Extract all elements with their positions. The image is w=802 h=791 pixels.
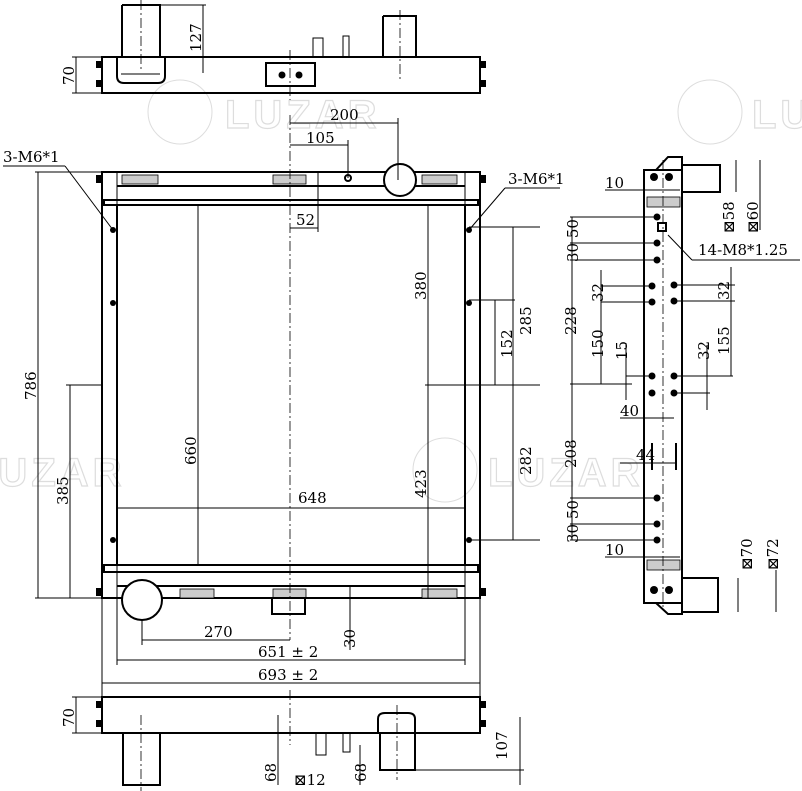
dim-72-side: ⊠72: [764, 538, 782, 570]
dim-68-left: 68: [262, 763, 280, 782]
dim-282: 282: [517, 446, 535, 475]
dim-105: 105: [306, 129, 335, 147]
dim-786: 786: [22, 371, 40, 400]
dim-155: 155: [715, 326, 733, 355]
thread-label-right: 3-M6*1: [508, 170, 565, 188]
dim-52: 52: [296, 211, 315, 229]
dim-152: 152: [498, 329, 516, 358]
dim-70-side: ⊠70: [738, 538, 756, 570]
dim-208: 208: [562, 439, 580, 468]
dim-70-top: 70: [60, 66, 78, 85]
dim-228: 228: [562, 306, 580, 335]
top-view: 127 70: [60, 0, 486, 100]
dim-423: 423: [412, 469, 430, 498]
dim-270: 270: [204, 623, 233, 641]
dim-660: 660: [182, 436, 200, 465]
dim-30-50-top: 30 50: [564, 219, 582, 262]
dim-68-right: 68: [352, 763, 370, 782]
thread-label-side: 14-M8*1.25: [698, 241, 788, 259]
dim-60: ⊠60: [744, 201, 762, 233]
dim-12: ⊠12: [294, 771, 326, 789]
dim-70-bottom: 70: [60, 708, 78, 727]
dim-200: 200: [330, 106, 359, 124]
dim-15: 15: [613, 341, 631, 360]
thread-label-left: 3-M6*1: [3, 148, 60, 166]
watermark-logo: LUZAR: [752, 93, 802, 137]
dim-30: 30: [341, 629, 359, 648]
dim-32-right: 32: [715, 281, 733, 300]
dim-44: 44: [636, 446, 655, 464]
dim-40: 40: [620, 402, 639, 420]
dim-693: 693 ± 2: [258, 666, 318, 684]
dim-648: 648: [298, 489, 327, 507]
dim-30-50-bottom: 30 50: [564, 500, 582, 543]
dim-127: 127: [187, 23, 205, 52]
side-view: 10 ⊠58 ⊠60 14-M8*1.25 30 50 228 32 150 1…: [562, 156, 800, 615]
dim-32-mid: 32: [695, 341, 713, 360]
dim-380: 380: [412, 271, 430, 300]
dim-107: 107: [493, 731, 511, 760]
bottom-view: 70 107 68 ⊠12 68: [60, 690, 524, 791]
dim-651: 651 ± 2: [258, 643, 318, 661]
dim-58: ⊠58: [720, 201, 738, 233]
dim-32-left: 32: [589, 283, 607, 302]
dim-10-top: 10: [605, 174, 624, 192]
dim-285: 285: [517, 306, 535, 335]
front-view: 200 105 52 3-M6*1 3-M6*1 786 385 660 380…: [3, 106, 565, 700]
dim-10-bottom: 10: [605, 541, 624, 559]
dim-150: 150: [589, 329, 607, 358]
dim-385: 385: [54, 476, 72, 505]
watermark-logo: LUZAR: [225, 93, 381, 137]
